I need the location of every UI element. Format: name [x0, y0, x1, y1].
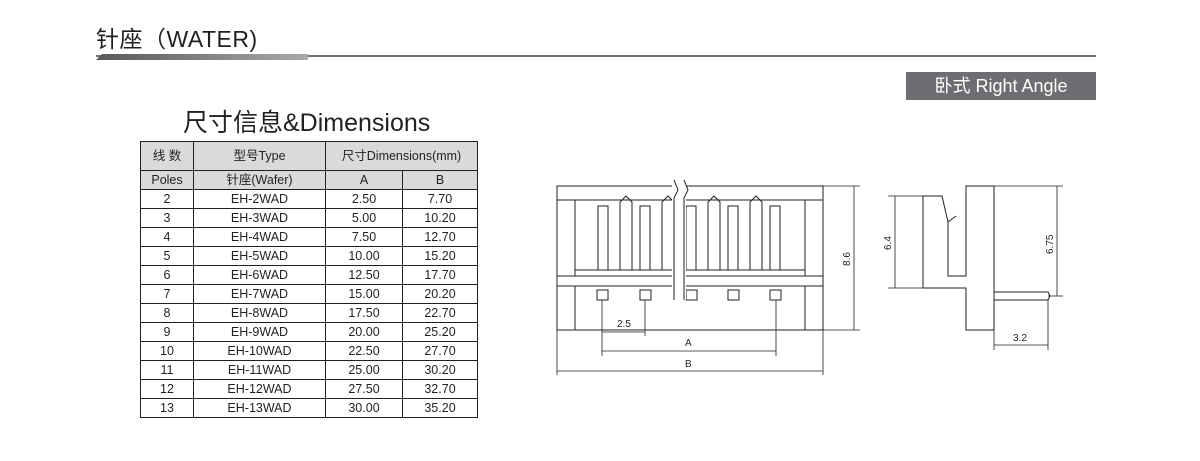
cell-type: EH-2WAD: [193, 189, 326, 209]
header-dimensions: 尺寸Dimensions(mm): [325, 141, 478, 171]
cell-b: 22.70: [402, 303, 478, 323]
cell-a: 30.00: [325, 398, 403, 418]
dim-h1-label: 6.4: [883, 236, 894, 250]
cell-type: EH-7WAD: [193, 284, 326, 304]
cell-a: 10.00: [325, 246, 403, 266]
dim-pitch-label: 2.5: [617, 319, 631, 330]
cell-b: 35.20: [402, 398, 478, 418]
dim-h2-label: 6.75: [1045, 234, 1056, 254]
cell-type: EH-4WAD: [193, 227, 326, 247]
side-view: [922, 185, 1051, 331]
cell-a: 2.50: [325, 189, 403, 209]
title-rule: [96, 55, 1096, 57]
cell-a: 12.50: [325, 265, 403, 285]
cell-b: 20.20: [402, 284, 478, 304]
header-poles-cn: 线 数: [140, 141, 194, 171]
cell-a: 5.00: [325, 208, 403, 228]
front-pins: [596, 195, 782, 301]
cell-type: EH-13WAD: [193, 398, 326, 418]
dim-height-label: 8.6: [842, 252, 853, 266]
dimensions-table: 线 数 型号Type 尺寸Dimensions(mm) Poles 针座(Waf…: [140, 141, 478, 418]
dim-b-label: B: [685, 359, 692, 370]
side-dimensions: [888, 185, 1063, 350]
header-a: A: [325, 170, 403, 190]
header-type: 型号Type: [193, 141, 326, 171]
dim-depth-label: 3.2: [1013, 333, 1027, 344]
header-b: B: [402, 170, 478, 190]
side-body-outline: [922, 185, 995, 331]
front-view: [556, 185, 824, 331]
title-accent-bar: [96, 54, 308, 60]
orientation-badge: 卧式 Right Angle: [906, 72, 1096, 100]
dim-a-label: A: [685, 338, 692, 349]
header-wafer: 针座(Wafer): [193, 170, 326, 190]
cell-b: 12.70: [402, 227, 478, 247]
dimensions-heading: 尺寸信息&Dimensions: [183, 109, 431, 137]
break-marks: [672, 179, 689, 300]
cell-b: 30.20: [402, 360, 478, 380]
cell-poles: 10: [140, 341, 194, 361]
page-title: 针座（WATER): [96, 26, 258, 52]
front-dimensions: [556, 185, 860, 375]
front-body-outline: [556, 185, 824, 331]
